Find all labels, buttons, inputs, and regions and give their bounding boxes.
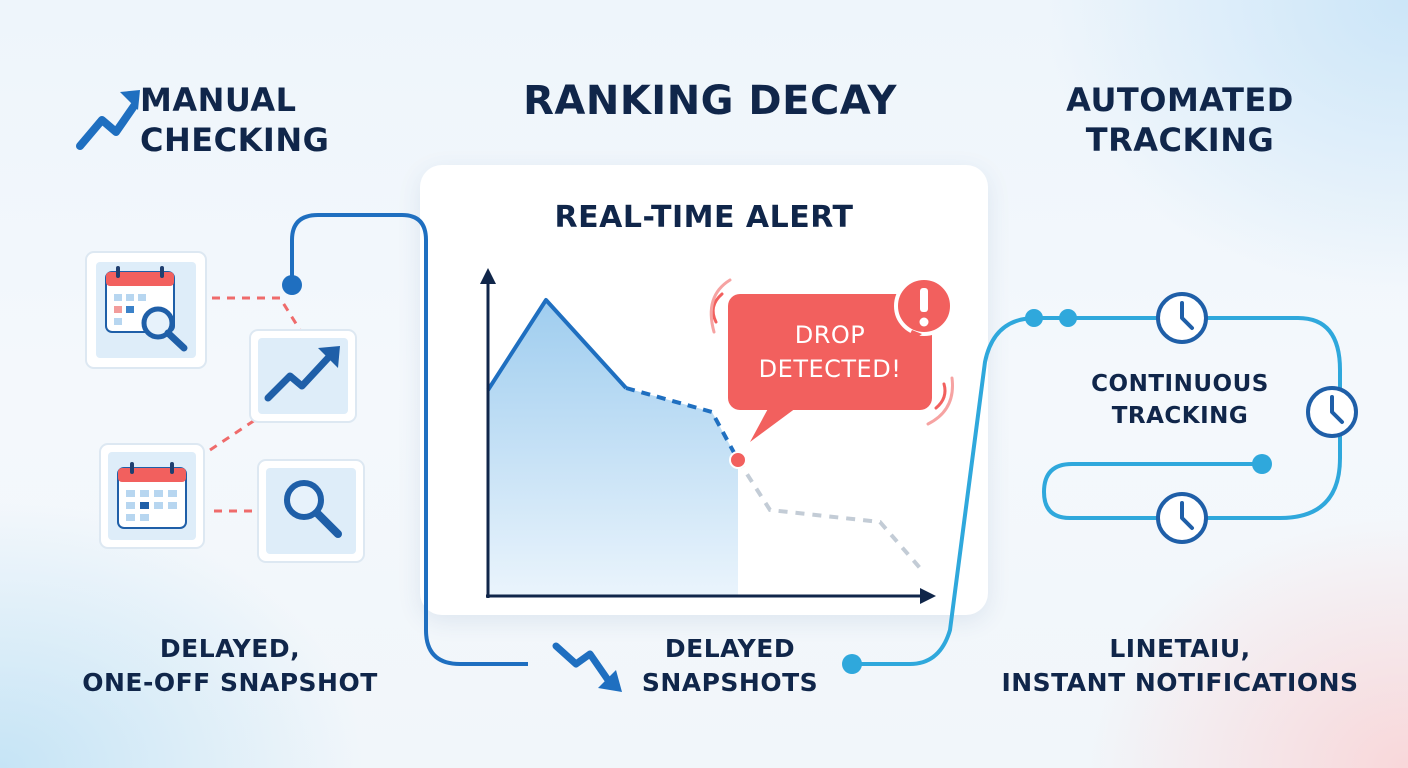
automated-title-line2: TRACKING: [1085, 121, 1275, 159]
continuous-line1: CONTINUOUS: [1091, 371, 1269, 397]
clock-icon: [1156, 292, 1208, 344]
manual-flow-line: [290, 213, 528, 666]
exclamation-icon: [919, 288, 929, 327]
trend-up-icon: [76, 90, 140, 150]
ranking-chart: [480, 268, 936, 604]
alert-line1: DROP: [794, 321, 866, 349]
flow-node: [842, 654, 862, 674]
continuous-tracking-label: CONTINUOUS TRACKING: [1060, 368, 1300, 432]
automated-caption: LINETAIU, INSTANT NOTIFICATIONS: [990, 632, 1370, 700]
chart-area: [488, 300, 738, 596]
automated-flow-line: [852, 316, 1342, 666]
flow-node: [1025, 309, 1043, 327]
automated-title-line1: AUTOMATED: [1066, 81, 1294, 119]
manual-caption-line2: ONE-OFF SNAPSHOT: [82, 668, 378, 697]
calendar-search-icon: [85, 251, 207, 369]
manual-title-line1: MANUAL: [140, 81, 297, 119]
manual-checking-title: MANUAL CHECKING: [140, 80, 370, 160]
page-title: RANKING DECAY: [523, 78, 897, 124]
dashed-connector: [209, 418, 256, 452]
alert-line2: DETECTED!: [758, 355, 902, 383]
decay-caption-line2: SNAPSHOTS: [641, 668, 819, 697]
search-icon: [257, 459, 365, 563]
decay-caption-line1: DELAYED: [664, 634, 796, 663]
flow-node: [1252, 454, 1272, 474]
dashed-connector: [212, 296, 302, 331]
trend-up-icon: [249, 329, 357, 423]
automated-tracking-title: AUTOMATED TRACKING: [1020, 80, 1340, 160]
flow-node: [282, 275, 302, 295]
clock-icon: [1156, 492, 1208, 544]
manual-caption-line1: DELAYED,: [159, 634, 301, 663]
chart-line-projection: [736, 458, 922, 570]
continuous-line2: TRACKING: [1111, 403, 1249, 429]
manual-caption: DELAYED, ONE-OFF SNAPSHOT: [60, 632, 400, 700]
panel-title: REAL-TIME ALERT: [554, 200, 854, 235]
alert-bubble: [709, 276, 954, 442]
chart-line-solid: [486, 298, 628, 392]
trend-down-icon: [552, 642, 622, 692]
automated-caption-line2: INSTANT NOTIFICATIONS: [1001, 668, 1359, 697]
decay-caption: DELAYED SNAPSHOTS: [625, 632, 835, 700]
manual-title-line2: CHECKING: [140, 121, 330, 159]
flow-node: [1059, 309, 1077, 327]
drop-point: [729, 451, 747, 469]
alert-text: DROP DETECTED!: [725, 318, 935, 386]
calendar-icon: [99, 443, 205, 549]
automated-caption-line1: LINETAIU,: [1109, 634, 1251, 663]
clock-icon: [1306, 386, 1358, 438]
